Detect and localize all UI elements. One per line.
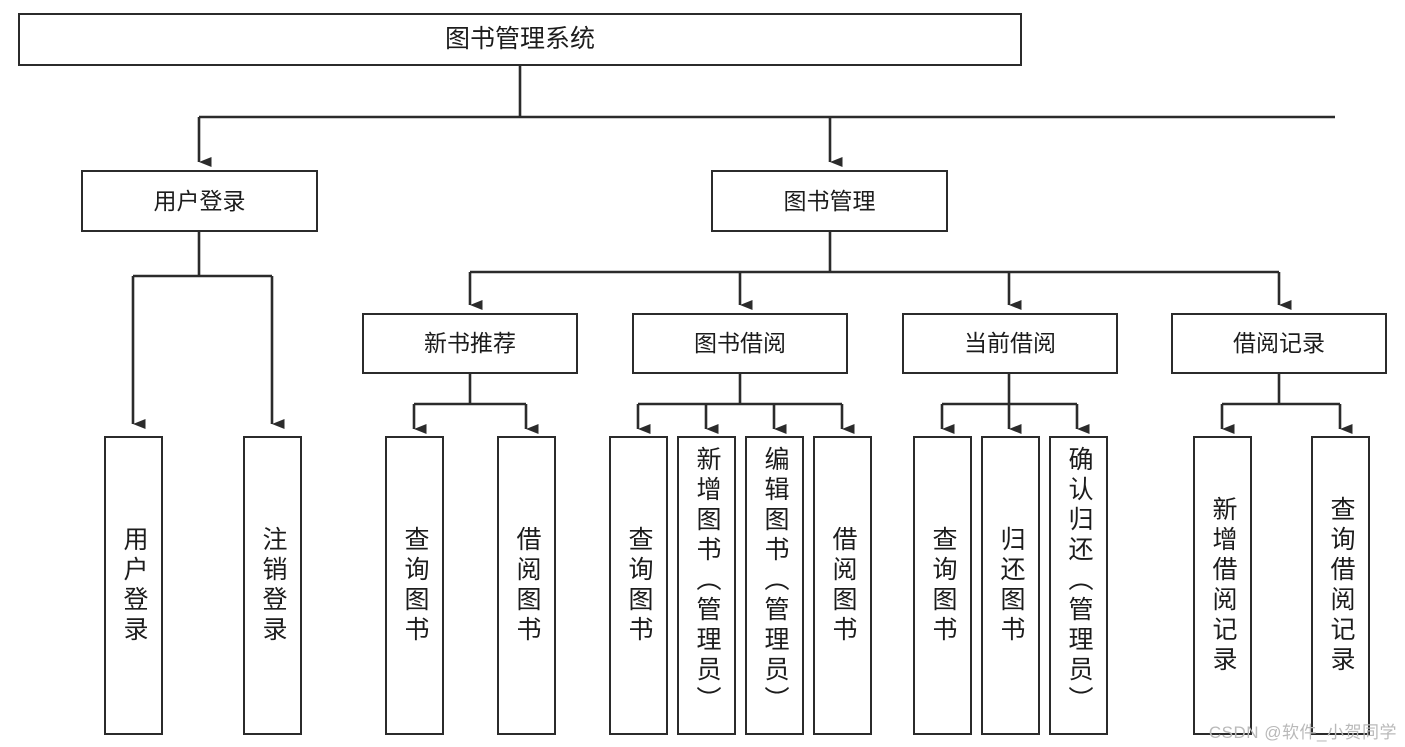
node-label: 查询借阅记录 [1327,495,1355,676]
node-label: 归还图书 [997,525,1025,646]
leaf-current-borrow-query[interactable]: 查询图书 [913,436,972,735]
node-label: 图书借阅 [694,330,786,357]
leaf-user-login-login[interactable]: 用户登录 [104,436,163,735]
leaf-book-borrow-add[interactable]: 新增图书（管理员） [677,436,736,735]
node-user-login[interactable]: 用户登录 [81,170,318,232]
leaf-current-borrow-confirm-return[interactable]: 确认归还（管理员） [1049,436,1108,735]
leaf-new-book-borrow[interactable]: 借阅图书 [497,436,556,735]
node-label: 编辑图书（管理员） [761,446,789,716]
node-book-borrow[interactable]: 图书借阅 [632,313,848,374]
node-label: 确认归还（管理员） [1065,446,1093,716]
node-label: 注销登录 [259,525,287,646]
node-current-borrow[interactable]: 当前借阅 [902,313,1118,374]
node-new-book-recommend[interactable]: 新书推荐 [362,313,578,374]
node-label: 查询图书 [401,525,429,646]
leaf-current-borrow-return[interactable]: 归还图书 [981,436,1040,735]
node-label: 新增借阅记录 [1209,495,1237,676]
node-label: 新增图书（管理员） [693,446,721,716]
node-root-system[interactable]: 图书管理系统 [18,13,1022,66]
node-label: 当前借阅 [964,330,1056,357]
leaf-book-borrow-query[interactable]: 查询图书 [609,436,668,735]
node-book-management[interactable]: 图书管理 [711,170,948,232]
node-label: 图书管理系统 [444,25,595,54]
node-label: 借阅记录 [1233,330,1325,357]
node-borrow-record[interactable]: 借阅记录 [1171,313,1387,374]
node-label: 用户登录 [120,525,148,646]
node-label: 借阅图书 [513,525,541,646]
node-label: 查询图书 [625,525,653,646]
node-label: 查询图书 [929,525,957,646]
leaf-new-book-query[interactable]: 查询图书 [385,436,444,735]
leaf-borrow-record-add[interactable]: 新增借阅记录 [1193,436,1252,735]
node-label: 图书管理 [783,187,876,214]
leaf-user-login-logout[interactable]: 注销登录 [243,436,302,735]
node-label: 新书推荐 [424,330,516,357]
leaf-book-borrow-edit[interactable]: 编辑图书（管理员） [745,436,804,735]
node-label: 借阅图书 [829,525,857,646]
csdn-watermark: CSDN @软件_小贺同学 [1208,723,1397,742]
leaf-book-borrow-lend[interactable]: 借阅图书 [813,436,872,735]
node-label: 用户登录 [153,187,246,214]
leaf-borrow-record-query[interactable]: 查询借阅记录 [1311,436,1370,735]
